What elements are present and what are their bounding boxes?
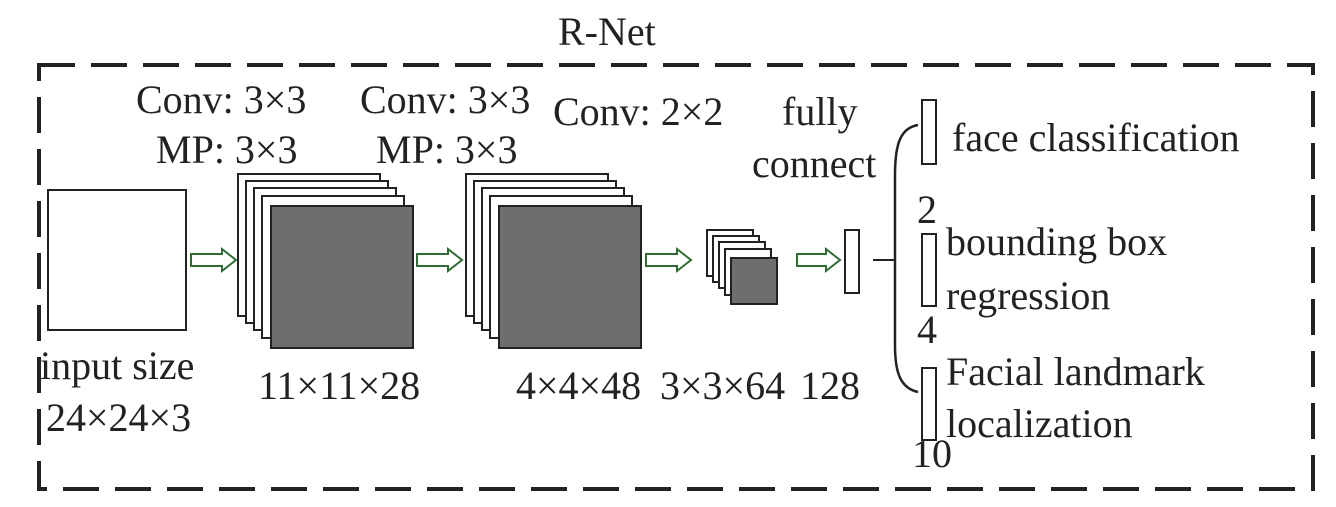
output-bbox-label-line2: regression — [946, 273, 1111, 318]
layer3-op-line1: Conv: 2×2 — [553, 89, 724, 134]
arrow-icon — [416, 246, 464, 274]
input-image-box — [47, 189, 187, 331]
curly-brace — [893, 123, 919, 394]
feature-map-stack-1 — [237, 173, 414, 349]
input-size-label: input size — [40, 343, 195, 388]
feature-map-stack-2 — [465, 173, 642, 349]
fc-label-line1: fully — [782, 89, 858, 134]
diagram-title: R-Net — [558, 9, 656, 54]
layer1-size: 11×11×28 — [258, 363, 421, 408]
output-bbox-label-line1: bounding box — [946, 219, 1168, 264]
output-vector-landmark — [921, 367, 937, 441]
output-landmark-label-line1: Facial landmark — [946, 349, 1205, 394]
fc-size: 128 — [800, 363, 860, 408]
layer2-op-line2: MP: 3×3 — [376, 127, 518, 172]
output-bbox-size: 4 — [917, 307, 937, 352]
output-face-classification-size: 2 — [917, 187, 937, 232]
output-face-classification-label: face classification — [952, 115, 1240, 160]
layer3-size: 3×3×64 — [660, 363, 786, 408]
fc-vector — [844, 229, 860, 294]
layer2-op-line1: Conv: 3×3 — [360, 77, 531, 122]
output-landmark-label-line2: localization — [946, 401, 1133, 446]
layer2-size: 4×4×48 — [516, 363, 642, 408]
fc-label-line2: connect — [752, 141, 877, 186]
output-landmark-size: 10 — [912, 431, 952, 476]
arrow-icon — [796, 246, 842, 274]
layer1-op-line2: MP: 3×3 — [156, 127, 298, 172]
layer1-op-line1: Conv: 3×3 — [136, 77, 307, 122]
outer-frame — [37, 63, 1315, 491]
input-size-value: 24×24×3 — [46, 395, 192, 440]
arrow-icon — [645, 246, 693, 274]
output-vector-face-classification — [921, 99, 937, 165]
output-vector-bbox — [921, 233, 937, 307]
arrow-icon — [190, 246, 238, 274]
feature-map-stack-3 — [706, 229, 778, 305]
